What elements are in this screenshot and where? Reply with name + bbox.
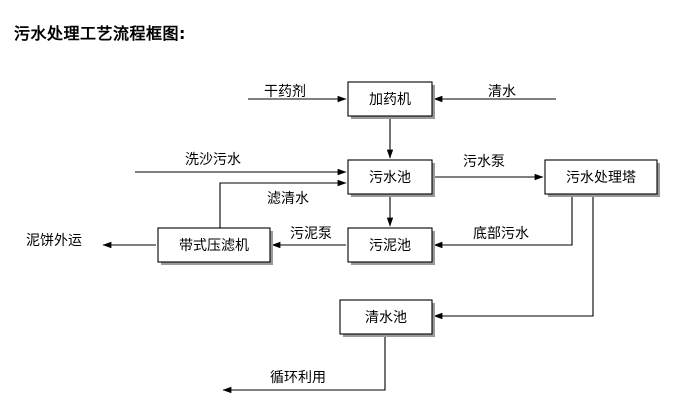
terminal-label-clean-water: 清水 [488,84,516,100]
node-belt-filter-press[interactable]: 带式压滤机 [157,227,273,265]
node-label-clear-water-pool: 清水池 [365,310,407,326]
node-label-belt-filter-press: 带式压滤机 [179,238,249,254]
edge-tower-bottom-sewage-to-sludge-pool [433,194,573,249]
edge-label-sludge-pump: 污泥泵 [290,226,332,242]
edge-label-bottom-sewage: 底部污水 [473,226,529,242]
node-label-treatment-tower: 污水处理塔 [566,170,636,186]
node-clear-water-pool[interactable]: 清水池 [339,299,435,337]
node-dosing-machine[interactable]: 加药机 [347,81,435,119]
edge-label-recycle-reuse: 循环利用 [270,370,326,386]
node-label-dosing-machine: 加药机 [369,92,411,108]
terminal-label-sandwash-sewage: 洗沙污水 [185,152,241,168]
node-sludge-pool[interactable]: 污泥池 [347,227,435,265]
edge-label-sewage-pump: 污水泵 [463,154,505,170]
edge-filtered-water-to-wastewater-pool [219,179,347,228]
node-wastewater-pool[interactable]: 污水池 [347,159,435,197]
terminal-label-mudcake-out: 泥饼外运 [26,233,82,249]
edge-clear-water-pool-recycle [222,317,386,394]
edge-label-filtered-clear-water: 滤清水 [267,191,309,207]
terminal-label-dry-chemical: 干药剂 [264,84,306,100]
node-label-wastewater-pool: 污水池 [369,170,411,186]
page-title: 污水处理工艺流程框图: [14,24,186,43]
edge-tower-to-clear-water-pool [433,194,594,320]
node-treatment-tower[interactable]: 污水处理塔 [544,159,660,197]
node-label-sludge-pool: 污泥池 [369,238,411,254]
